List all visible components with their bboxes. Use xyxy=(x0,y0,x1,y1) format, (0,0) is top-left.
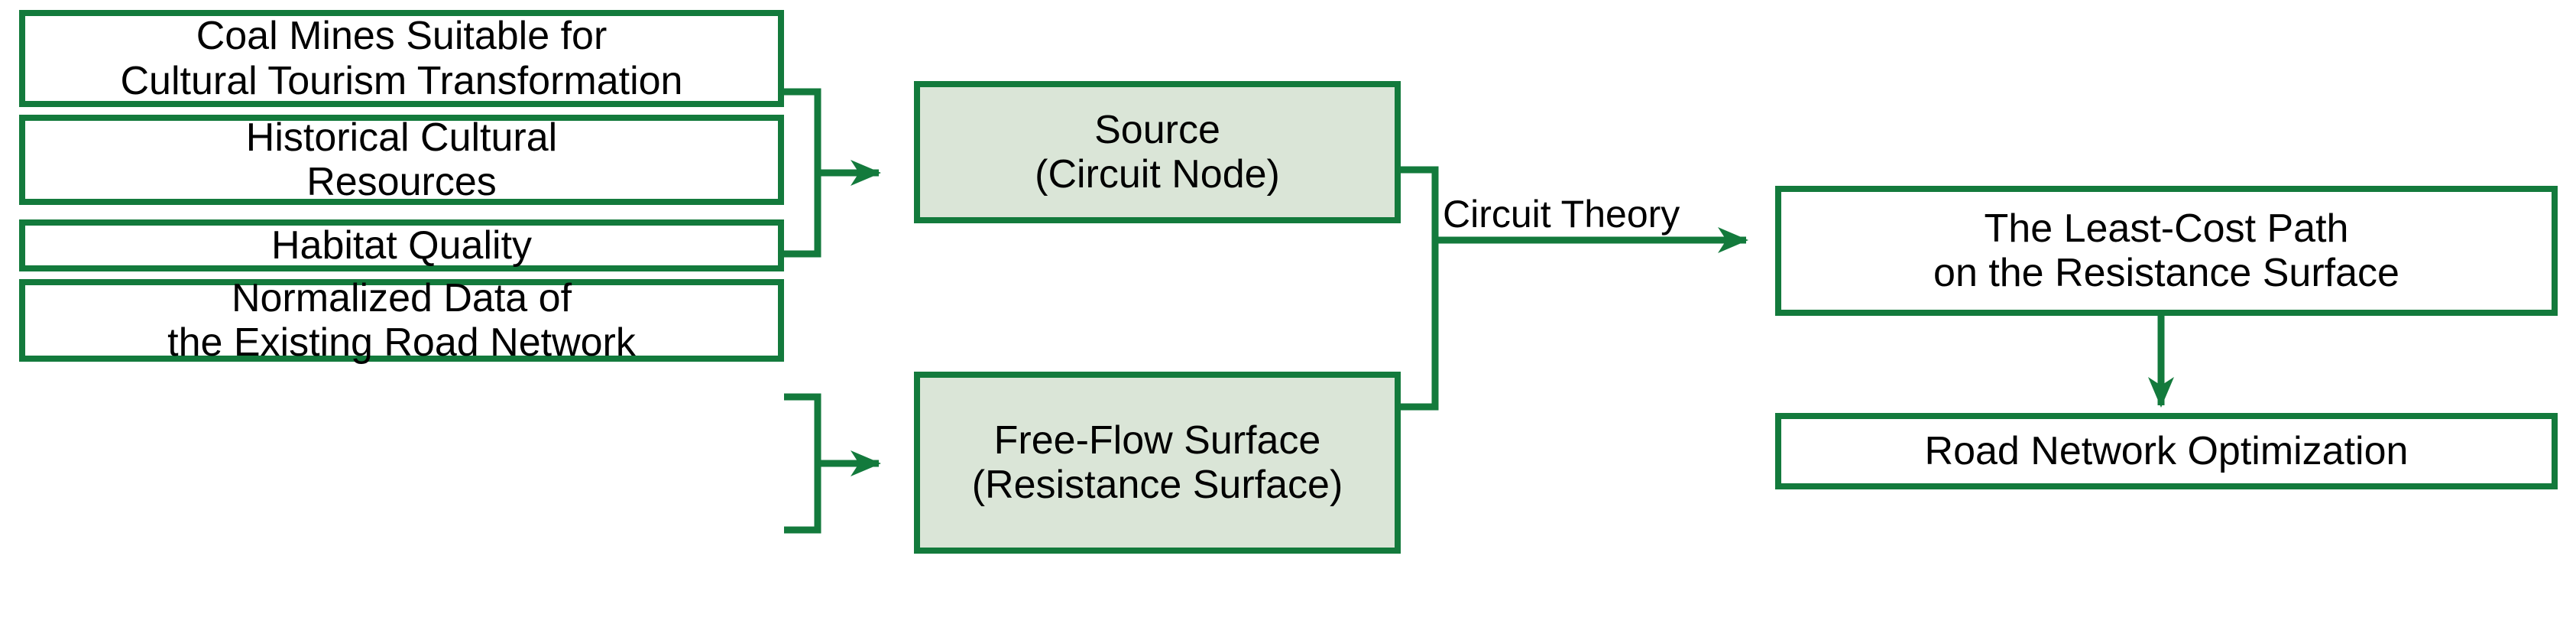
connector-inputs-to-source xyxy=(784,88,881,258)
node-normalized-road-data-label: Normalized Data of the Existing Road Net… xyxy=(167,275,636,365)
edge-label-circuit-theory: Circuit Theory xyxy=(1443,195,1680,233)
node-free-flow-surface-label: Free-Flow Surface (Resistance Surface) xyxy=(971,418,1343,507)
node-free-flow-surface[interactable]: Free-Flow Surface (Resistance Surface) xyxy=(914,372,1401,554)
node-historical-resources[interactable]: Historical Cultural Resources xyxy=(19,115,784,205)
node-habitat-quality-label: Habitat Quality xyxy=(271,223,533,268)
connector-inputs-to-free-flow xyxy=(784,393,881,534)
node-coal-mines-label: Coal Mines Suitable for Cultural Tourism… xyxy=(120,14,683,103)
node-coal-mines[interactable]: Coal Mines Suitable for Cultural Tourism… xyxy=(19,10,784,107)
node-least-cost-path[interactable]: The Least-Cost Path on the Resistance Su… xyxy=(1775,186,2558,316)
node-least-cost-path-label: The Least-Cost Path on the Resistance Su… xyxy=(1933,206,2399,295)
node-road-network-optimization[interactable]: Road Network Optimization xyxy=(1775,413,2558,489)
node-source-circuit-node[interactable]: Source (Circuit Node) xyxy=(914,81,1401,223)
node-road-network-optimization-label: Road Network Optimization xyxy=(1924,428,2409,473)
node-habitat-quality[interactable]: Habitat Quality xyxy=(19,219,784,271)
edge-label-circuit-theory-text: Circuit Theory xyxy=(1443,193,1680,236)
node-normalized-road-data[interactable]: Normalized Data of the Existing Road Net… xyxy=(19,275,784,365)
node-historical-resources-label: Historical Cultural Resources xyxy=(245,115,558,204)
node-source-circuit-node-label: Source (Circuit Node) xyxy=(1035,107,1280,197)
